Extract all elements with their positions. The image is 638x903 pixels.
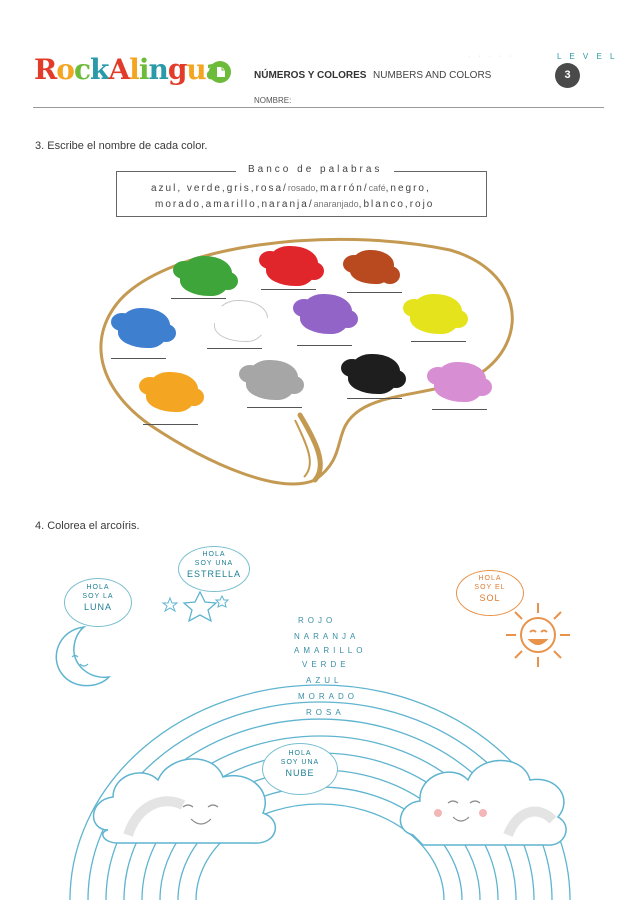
rainbow-label-rojo: ROJO bbox=[298, 616, 337, 625]
answer-line-green[interactable] bbox=[171, 298, 226, 299]
cloud-speech-bubble: HOLA SOY UNA NUBE bbox=[262, 743, 338, 795]
rainbow-label-amarillo: AMARILLO bbox=[294, 646, 367, 655]
bubble-line: ESTRELLA bbox=[186, 568, 242, 579]
word-bank-segment: azul, verde,gris,rosa/ bbox=[151, 183, 288, 194]
paint-blob-blue bbox=[111, 308, 176, 348]
bubble-line: SOY LA bbox=[82, 592, 114, 600]
sun-speech-bubble: HOLA SOY EL SOL bbox=[456, 570, 524, 616]
exercise-3-title: 3. Escribe el nombre de cada color. bbox=[35, 140, 208, 152]
word-bank-segment: morado,amarillo,naranja/ bbox=[155, 199, 314, 210]
cloud-right-icon bbox=[399, 759, 567, 846]
bubble-line: HOLA bbox=[86, 584, 110, 591]
paint-blob-black bbox=[341, 354, 406, 394]
bubble-line: SOY UNA bbox=[194, 559, 234, 567]
answer-line-pink[interactable] bbox=[432, 409, 487, 410]
word-bank-box bbox=[116, 171, 487, 217]
bubble-line: SOL bbox=[479, 592, 501, 603]
word-bank-alt: café bbox=[368, 183, 386, 193]
paint-blob-green bbox=[173, 256, 238, 296]
exercise-4-title: 4. Colorea el arcoíris. bbox=[35, 520, 140, 532]
word-bank-alt: rosado bbox=[287, 183, 316, 193]
word-bank-line-2: morado,amarillo,naranja/anaranjado,blanc… bbox=[155, 199, 434, 210]
paint-blob-red bbox=[259, 246, 324, 286]
header-divider bbox=[33, 107, 604, 108]
answer-line-red[interactable] bbox=[261, 289, 316, 290]
paint-blob-yellow bbox=[403, 294, 468, 334]
word-bank-segment: ,blanco,rojo bbox=[358, 199, 435, 210]
paint-palette bbox=[99, 237, 514, 486]
name-label: NOMBRE: bbox=[254, 96, 292, 105]
moon-icon bbox=[55, 625, 111, 687]
rockalingua-logo: RockAlingua bbox=[34, 53, 224, 86]
paint-blob-pink bbox=[427, 362, 492, 402]
word-bank-segment: ,negro, bbox=[385, 183, 431, 194]
answer-line-brown[interactable] bbox=[347, 292, 402, 293]
answer-line-blue[interactable] bbox=[111, 358, 166, 359]
rainbow-label-verde: VERDE bbox=[302, 660, 350, 669]
answer-line-orange[interactable] bbox=[143, 424, 198, 425]
rainbow-label-azul: AZUL bbox=[306, 676, 343, 685]
topic-english: NUMBERS AND COLORS bbox=[373, 70, 492, 81]
answer-line-black[interactable] bbox=[347, 398, 402, 399]
sun-icon bbox=[506, 603, 570, 667]
topic-spanish: NÚMEROS Y COLORES bbox=[254, 70, 367, 81]
bubble-line: LUNA bbox=[83, 601, 112, 612]
bubble-line: SOY EL bbox=[474, 583, 506, 591]
level-badge: 3 bbox=[555, 63, 580, 88]
paint-blob-brown bbox=[343, 250, 400, 284]
answer-line-purple[interactable] bbox=[297, 345, 352, 346]
document-icon bbox=[209, 61, 231, 83]
bubble-line: SOY UNA bbox=[280, 758, 320, 766]
bubble-line: HOLA bbox=[478, 575, 502, 582]
rainbow-label-morado: MORADO bbox=[298, 692, 358, 701]
word-bank-alt: anaranjado bbox=[313, 199, 359, 209]
rainbow-label-naranja: NARANJA bbox=[294, 632, 360, 641]
cloud-left-icon bbox=[92, 758, 277, 844]
bubble-line: HOLA bbox=[288, 750, 312, 757]
word-bank-line-1: azul, verde,gris,rosa/rosado,marrón/café… bbox=[151, 183, 431, 194]
word-bank-segment: ,marrón/ bbox=[315, 183, 369, 194]
answer-line-white[interactable] bbox=[207, 348, 262, 349]
rainbow-label-rosa: ROSA bbox=[306, 708, 345, 717]
word-bank-title: Banco de palabras bbox=[236, 164, 395, 175]
paint-blob-purple bbox=[293, 294, 358, 334]
paint-blob-gray bbox=[239, 360, 304, 400]
answer-line-gray[interactable] bbox=[247, 407, 302, 408]
moon-speech-bubble: HOLA SOY LA LUNA bbox=[64, 578, 132, 627]
star-icon bbox=[161, 590, 230, 623]
paint-blob-orange bbox=[139, 372, 204, 412]
faint-label: · · · · · bbox=[468, 53, 515, 60]
bubble-line: NUBE bbox=[285, 767, 315, 778]
paint-blob-white bbox=[208, 300, 273, 342]
bubble-line: HOLA bbox=[202, 551, 226, 558]
star-speech-bubble: HOLA SOY UNA ESTRELLA bbox=[178, 546, 250, 592]
level-label: L E V E L bbox=[557, 52, 618, 61]
answer-line-yellow[interactable] bbox=[411, 341, 466, 342]
